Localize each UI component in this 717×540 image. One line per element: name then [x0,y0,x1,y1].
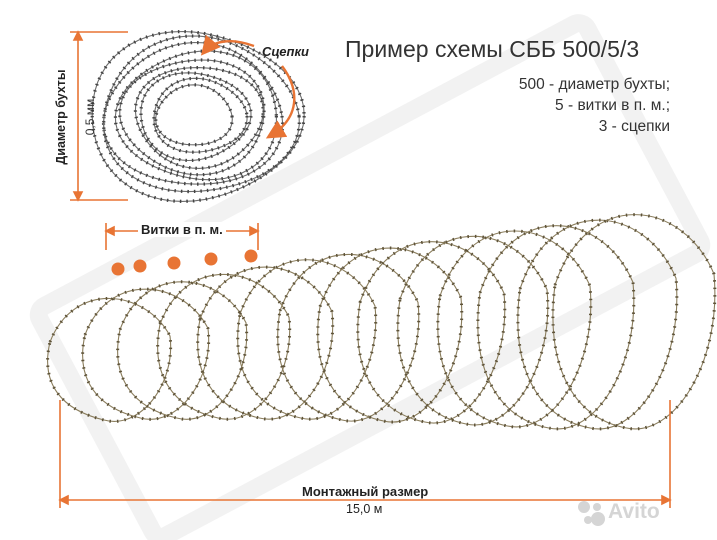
wire-strand [113,49,278,182]
diameter-dimension [70,30,128,202]
wire-strand [90,29,306,204]
wire-strand [551,213,717,431]
spread-wire [46,213,717,431]
wire-strand [157,274,291,420]
clip-points [111,249,258,276]
turns-label: Витки в п. м. [138,222,226,237]
wire-strand [516,218,679,431]
mount-dimension [58,400,672,508]
background-watermark [29,14,711,540]
clip-point-1 [111,262,125,276]
wire-strand [117,281,248,420]
hooks-arrows [200,34,296,139]
legend-line-2: 5 - витки в п. м.; [555,97,670,114]
wire-strand [396,234,550,427]
wire-strand [477,225,635,430]
clip-point-5 [244,249,258,263]
hooks-label: Сцепки [262,44,309,59]
wire-strand [103,35,300,193]
mount-value: 15,0 м [346,502,383,516]
coil-top-view [90,29,306,204]
wire-strand [118,58,266,177]
wire-strand [517,219,678,430]
clip-point-2 [133,259,147,273]
wire-strand [152,76,249,154]
wire-strand [134,67,264,169]
legend-line-3: 3 - сцепки [598,118,670,135]
avito-watermark: Avito [608,500,660,523]
avito-logo-icon [578,501,605,526]
wire-strand [81,287,211,421]
legend-line-1: 500 - диаметр бухты; [518,76,670,93]
wire-strand [196,265,335,421]
clip-point-4 [204,252,218,266]
wire-strand [101,40,285,186]
wire-strand [47,297,172,422]
clip-point-3 [167,256,181,270]
page-title: Пример схемы СББ 500/5/3 [345,36,640,62]
wire-strand [436,229,593,429]
wire-strand [357,241,506,424]
wire-strand [317,247,463,423]
diameter-label: Диаметр бухты [54,69,68,165]
mount-label: Монтажный размер [300,484,431,499]
wire-strand [236,258,378,421]
wire-strand [102,41,284,185]
diameter-value: 0,5 мм [83,98,97,136]
wire-strand [154,83,234,147]
wire-strand [139,71,253,163]
wire-strand [155,84,233,146]
wire-strand [116,280,249,421]
